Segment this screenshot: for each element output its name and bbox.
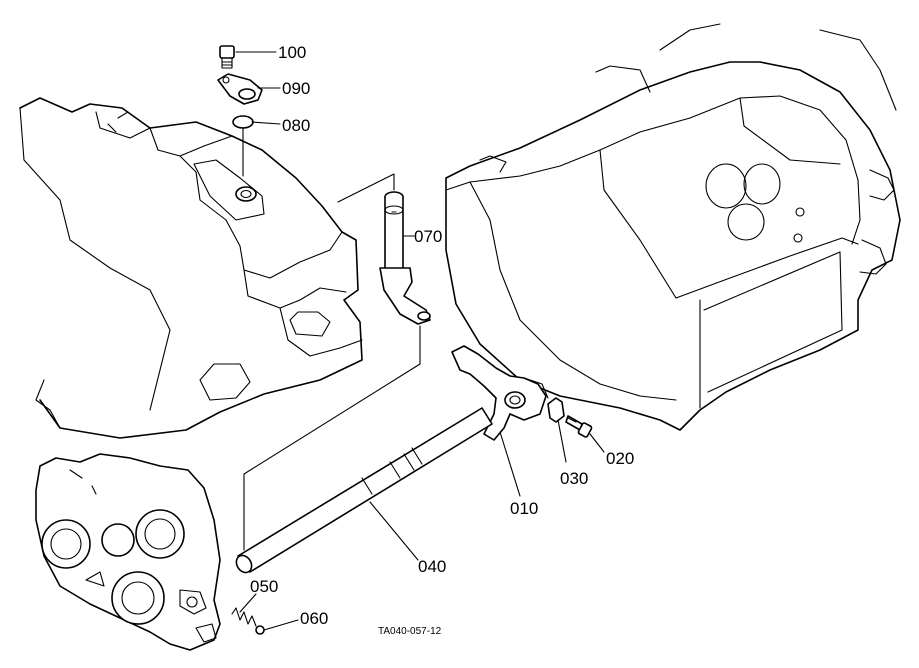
shift-shaft-070 bbox=[379, 191, 431, 325]
shift-fork-010 bbox=[451, 345, 549, 441]
leader-080 bbox=[251, 121, 281, 125]
shift-rod-040 bbox=[235, 407, 493, 574]
spring-050 bbox=[231, 607, 257, 627]
leader-030 bbox=[557, 419, 567, 463]
slider-030 bbox=[547, 397, 565, 423]
leader-020 bbox=[589, 433, 605, 453]
callout-080: 080 bbox=[282, 116, 310, 135]
bolt-020 bbox=[565, 415, 593, 438]
leader-040 bbox=[369, 501, 419, 561]
ball-060 bbox=[255, 625, 265, 635]
plate-090 bbox=[217, 73, 263, 105]
leader-010 bbox=[499, 431, 521, 497]
callout-010: 010 bbox=[510, 499, 538, 518]
callout-100: 100 bbox=[278, 43, 306, 62]
front-housing bbox=[35, 453, 221, 651]
callout-060: 060 bbox=[300, 609, 328, 628]
callout-090: 090 bbox=[282, 79, 310, 98]
assembly-line-070-bottom bbox=[243, 325, 421, 551]
assembly-line-070-top bbox=[337, 173, 395, 203]
bolt-100 bbox=[219, 45, 235, 69]
leader-050 bbox=[239, 593, 257, 613]
leader-060 bbox=[263, 619, 299, 631]
callout-030: 030 bbox=[560, 469, 588, 488]
callout-070: 070 bbox=[414, 227, 442, 246]
callout-020: 020 bbox=[606, 449, 634, 468]
callout-050: 050 bbox=[250, 577, 278, 596]
o-ring-080 bbox=[232, 115, 254, 129]
left-housing bbox=[19, 97, 363, 439]
reference-code: TA040-057-12 bbox=[378, 626, 442, 637]
right-housing bbox=[445, 23, 901, 431]
callout-040: 040 bbox=[418, 557, 446, 576]
